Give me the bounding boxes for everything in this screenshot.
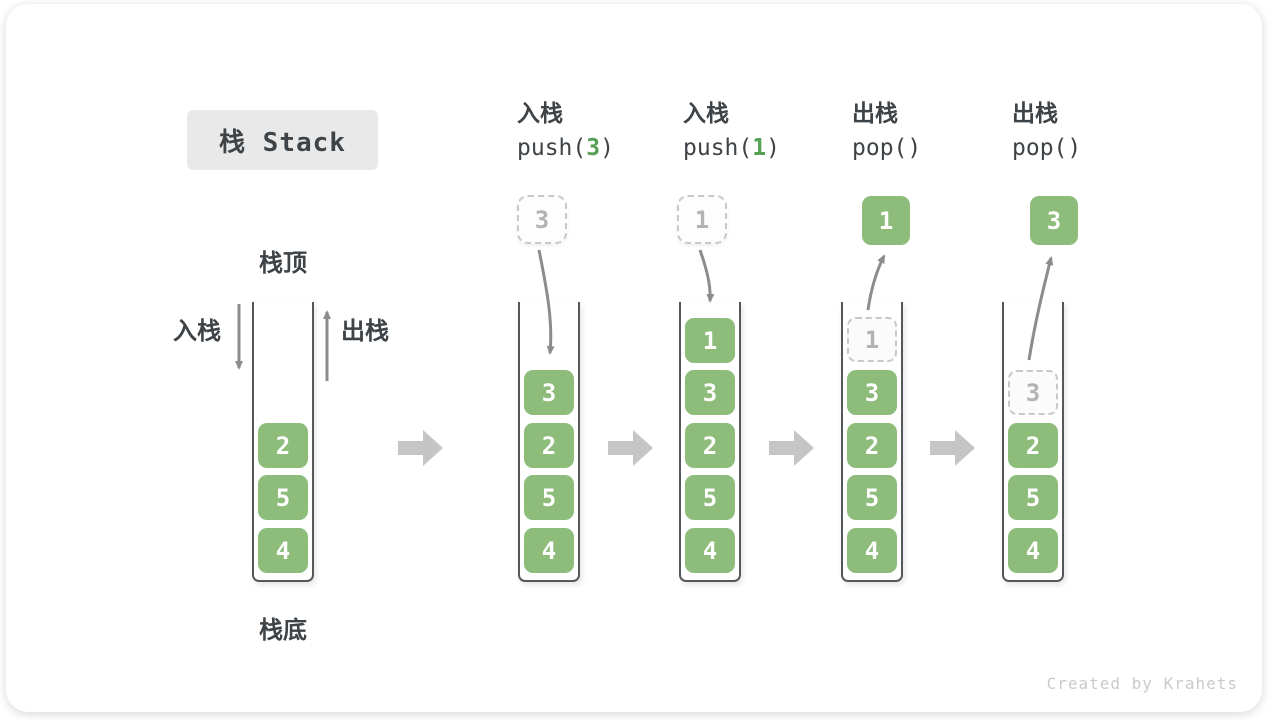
stack-cell: 5	[524, 475, 574, 520]
push-side-label: 入栈	[173, 318, 221, 345]
op-label-push-1: 入栈 push(1)	[683, 100, 780, 161]
stack-cell: 4	[1008, 528, 1058, 573]
stack-cell-ghost: 3	[1008, 370, 1058, 415]
pending-push-value: 1	[677, 195, 727, 244]
popped-value: 1	[862, 196, 910, 245]
stack-cell: 5	[1008, 475, 1058, 520]
stack-cell: 5	[685, 475, 735, 520]
pending-push-value: 3	[517, 195, 567, 244]
stack-cell: 3	[847, 370, 897, 415]
stack-cell: 3	[524, 370, 574, 415]
op-label-pop-3: 出栈 pop()	[1012, 100, 1081, 161]
popped-value: 3	[1030, 196, 1078, 245]
stack-bottom-label: 栈底	[259, 617, 307, 644]
stack-cell: 4	[685, 528, 735, 573]
op-code-pop-1: pop()	[852, 135, 922, 161]
op-code-push-1: push(1)	[683, 135, 780, 161]
watermark: Created by Krahets	[1046, 674, 1238, 693]
push-arg-1: 1	[752, 135, 767, 161]
stack-cell: 2	[258, 423, 308, 468]
op-code-push-3: push(3)	[517, 135, 614, 161]
stack-cell: 5	[258, 475, 308, 520]
stack-cell: 3	[685, 370, 735, 415]
diagram-title: 栈 Stack	[187, 110, 378, 170]
op-zh-push-1: 入栈	[683, 100, 729, 126]
stack-cell: 4	[847, 528, 897, 573]
stack-cell: 2	[685, 423, 735, 468]
stack-cell: 2	[847, 423, 897, 468]
pop-side-label: 出栈	[341, 318, 389, 345]
stack-cell-ghost: 1	[847, 317, 897, 362]
stack-top-label: 栈顶	[259, 250, 307, 277]
stack-cell: 4	[524, 528, 574, 573]
stack-cell: 1	[685, 318, 735, 363]
op-zh-pop-3: 出栈	[1012, 100, 1058, 126]
op-label-push-3: 入栈 push(3)	[517, 100, 614, 161]
op-zh-push-3: 入栈	[517, 100, 563, 126]
stack-cell: 2	[524, 423, 574, 468]
stack-cell: 5	[847, 475, 897, 520]
op-code-pop-3: pop()	[1012, 135, 1082, 161]
op-label-pop-1: 出栈 pop()	[852, 100, 921, 161]
push-arg-3: 3	[586, 135, 601, 161]
op-zh-pop-1: 出栈	[852, 100, 898, 126]
stack-cell: 4	[258, 528, 308, 573]
stack-cell: 2	[1008, 423, 1058, 468]
